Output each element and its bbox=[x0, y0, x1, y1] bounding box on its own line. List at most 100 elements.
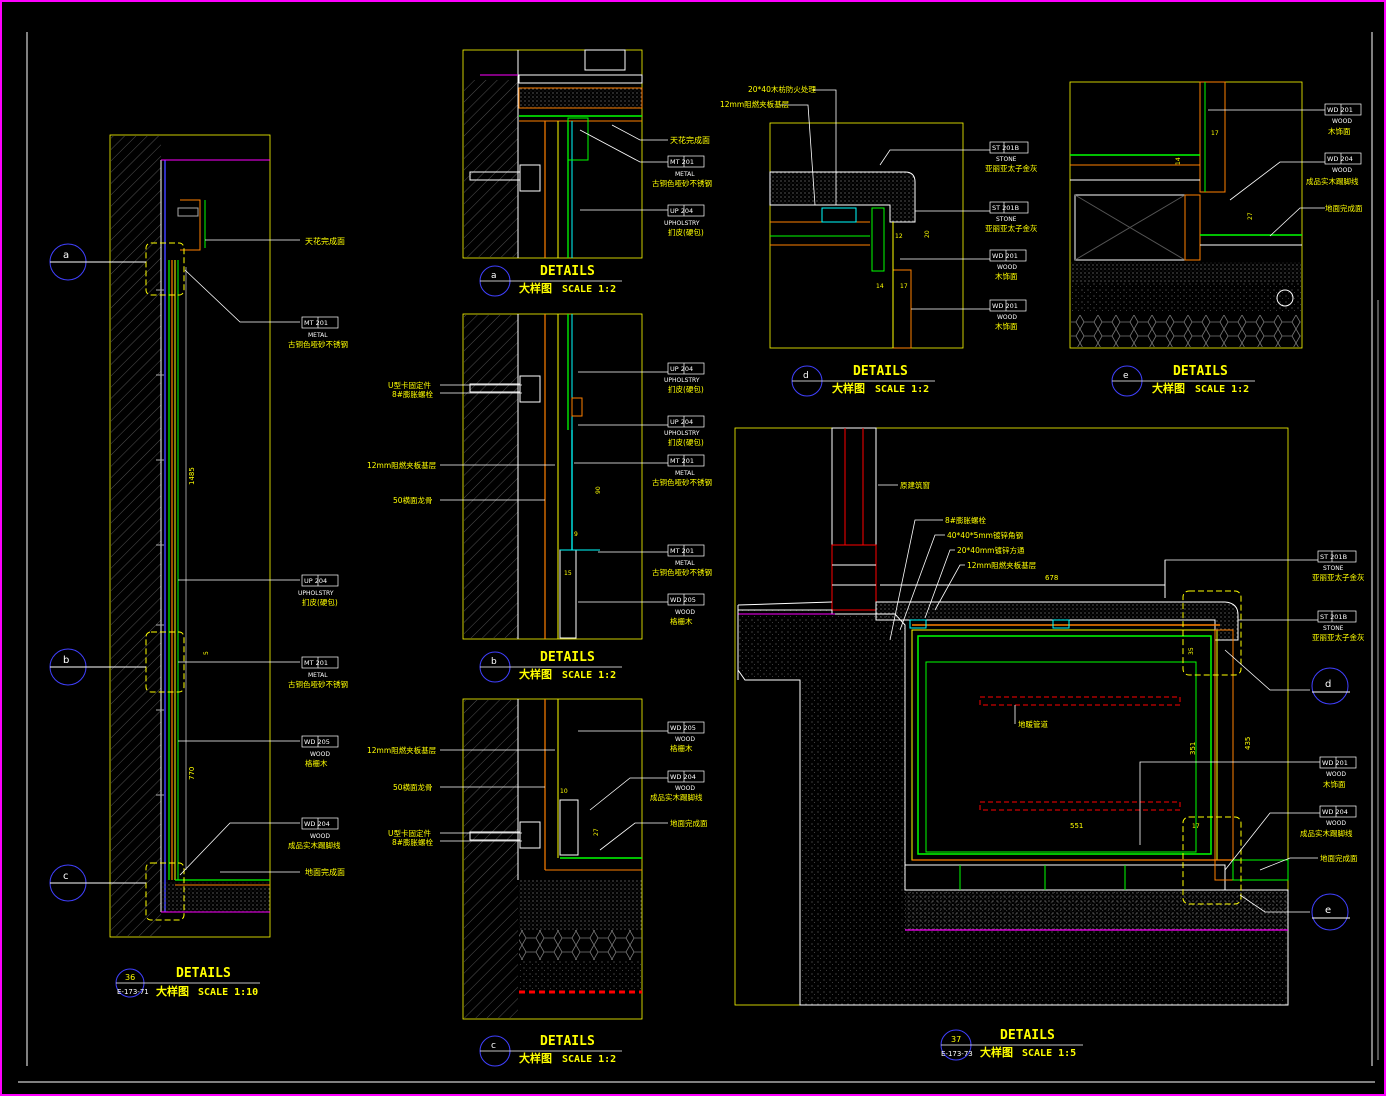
svg-text:UP 204: UP 204 bbox=[670, 365, 693, 373]
tag-wd201-e: WD 201 bbox=[1324, 103, 1362, 116]
svg-text:36: 36 bbox=[125, 973, 135, 982]
dim-435: 435 bbox=[1244, 737, 1252, 750]
note-angle40: 40*40*5mm镀锌角钢 bbox=[947, 530, 1023, 540]
svg-text:SCALE 1:2: SCALE 1:2 bbox=[562, 284, 616, 295]
svg-text:WD 201: WD 201 bbox=[992, 302, 1018, 310]
svg-text:UP 204: UP 204 bbox=[670, 207, 693, 215]
callout-c-label: c bbox=[63, 871, 69, 882]
title-block-b: b DETAILS 大样图 SCALE 1:2 bbox=[479, 650, 622, 683]
detail-a-leaders bbox=[579, 124, 668, 211]
svg-text:SCALE 1:2: SCALE 1:2 bbox=[562, 1054, 616, 1065]
callout-d-label: d bbox=[1325, 679, 1331, 690]
svg-text:MT 201: MT 201 bbox=[670, 547, 694, 555]
dim-9: 9 bbox=[574, 531, 578, 538]
note-floor-37: 地面完成面 bbox=[1320, 853, 1358, 863]
mat-metal-36a: METAL bbox=[308, 332, 328, 339]
callout-b-left bbox=[49, 648, 146, 686]
dim-5-36: 5 bbox=[203, 651, 210, 655]
detail-37-drawing bbox=[734, 427, 1289, 1006]
svg-text:ST 201B: ST 201B bbox=[1320, 613, 1347, 621]
mat-wd205-name-c: 格栅木 bbox=[670, 743, 693, 753]
callout-e-label: e bbox=[1325, 905, 1331, 916]
mat-wood-d1: WOOD bbox=[997, 264, 1017, 271]
mat-wood-c2: WOOD bbox=[675, 785, 695, 792]
svg-text:SCALE 1:10: SCALE 1:10 bbox=[198, 987, 258, 998]
mat-metal-name-a: 古铜色哑砂不锈钢 bbox=[652, 178, 712, 188]
mat-wd205-name-36: 格栅木 bbox=[305, 758, 328, 768]
tag-st201b-d2: ST 201B bbox=[989, 201, 1029, 214]
tag-up204-36: UP 204 bbox=[301, 574, 339, 587]
mat-stone-d2: STONE bbox=[996, 216, 1017, 223]
note-window: 原建筑窗 bbox=[900, 480, 930, 490]
note-ply12-b: 12mm阻燃夹板基层 bbox=[367, 460, 437, 470]
svg-text:DETAILS: DETAILS bbox=[540, 264, 595, 279]
title-block-36: 36 E-173-71 DETAILS 大样图 SCALE 1:10 bbox=[115, 966, 260, 998]
dim-551: 551 bbox=[1070, 822, 1083, 830]
mat-wood-37b: WOOD bbox=[1326, 820, 1346, 827]
detail-37-leaders bbox=[878, 484, 1320, 913]
note-wood2040b: 20*40mm镀锌方通 bbox=[957, 545, 1025, 555]
note-bolt8-b: 8#膨胀螺栓 bbox=[392, 389, 434, 399]
mat-wd201-name-d1: 木饰面 bbox=[995, 271, 1018, 281]
dim-10-c: 10 bbox=[560, 788, 568, 795]
tag-up204-b2: UP 204 bbox=[667, 415, 705, 428]
svg-text:E-173-73: E-173-73 bbox=[941, 1050, 973, 1058]
svg-text:WD 204: WD 204 bbox=[304, 820, 330, 828]
svg-text:SCALE 1:2: SCALE 1:2 bbox=[875, 384, 929, 395]
dim-678: 678 bbox=[1045, 574, 1058, 582]
mat-metal-name-b1: 古铜色哑砂不锈钢 bbox=[652, 477, 712, 487]
svg-text:MT 201: MT 201 bbox=[304, 319, 328, 327]
note-ply12-c: 12mm阻燃夹板基层 bbox=[367, 745, 437, 755]
tag-wd201-d2: WD 201 bbox=[989, 299, 1027, 312]
tag-st201b-d1: ST 201B bbox=[989, 141, 1029, 154]
tag-wd201-d1: WD 201 bbox=[989, 249, 1027, 262]
mat-wood-d2: WOOD bbox=[997, 314, 1017, 321]
title-block-37: 37 E-173-73 DETAILS 大样图 SCALE 1:5 bbox=[940, 1028, 1083, 1061]
mat-metal-36b: METAL bbox=[308, 672, 328, 679]
mat-wood-37a: WOOD bbox=[1326, 771, 1346, 778]
note-ply12-d: 12mm阻燃夹板基层 bbox=[720, 99, 790, 109]
dim-20-d: 20 bbox=[924, 230, 931, 238]
mat-up-name-a: 扪皮(硬包) bbox=[668, 227, 704, 237]
svg-text:大样图: 大样图 bbox=[519, 667, 552, 681]
detail-c-drawing bbox=[462, 698, 643, 1020]
note-ply12b: 12mm阻燃夹板基层 bbox=[967, 560, 1037, 570]
mat-up-name-b1: 扪皮(硬包) bbox=[668, 384, 704, 394]
mat-wd201-name-d2: 木饰面 bbox=[995, 321, 1018, 331]
mat-wd204-name-37: 成品实木踢脚线 bbox=[1300, 828, 1353, 838]
callout-a-left bbox=[49, 243, 146, 281]
note-pipe: 地暖管道 bbox=[1018, 719, 1048, 729]
svg-text:大样图: 大样图 bbox=[832, 381, 865, 395]
svg-text:DETAILS: DETAILS bbox=[540, 1034, 595, 1049]
dim-17-e: 17 bbox=[1211, 130, 1219, 137]
svg-text:MT 201: MT 201 bbox=[670, 158, 694, 166]
mat-wood-36a: WOOD bbox=[310, 751, 330, 758]
note-wood2040-d: 20*40木枋防火处理 bbox=[748, 84, 816, 94]
tag-up204-a: UP 204 bbox=[667, 204, 705, 217]
svg-text:ST 201B: ST 201B bbox=[992, 204, 1019, 212]
mat-metal-name-36b: 古铜色哑砂不锈钢 bbox=[288, 679, 348, 689]
tag-wd201-37: WD 201 bbox=[1319, 756, 1357, 769]
note-keel50-c: 50横面龙骨 bbox=[393, 782, 433, 792]
mat-stone-37a: STONE bbox=[1323, 565, 1344, 572]
svg-text:a: a bbox=[491, 271, 497, 281]
svg-text:MT 201: MT 201 bbox=[304, 659, 328, 667]
detail-36-drawing bbox=[109, 134, 271, 938]
mat-up-name-36: 扪皮(硬包) bbox=[302, 597, 338, 607]
svg-text:WD 205: WD 205 bbox=[304, 738, 330, 746]
dim-90: 90 bbox=[595, 486, 602, 494]
tag-mt201-b2: MT 201 bbox=[667, 544, 705, 557]
svg-text:WD 201: WD 201 bbox=[1322, 759, 1348, 767]
mat-up-b1: UPHOLSTRY bbox=[664, 377, 700, 384]
dim-351: 351 bbox=[1189, 742, 1197, 755]
svg-text:e: e bbox=[1123, 371, 1129, 381]
svg-text:DETAILS: DETAILS bbox=[853, 364, 908, 379]
detail-d-leaders bbox=[780, 89, 990, 310]
svg-text:UP 204: UP 204 bbox=[670, 418, 693, 426]
note-bolt8-c: 8#膨胀螺栓 bbox=[392, 837, 434, 847]
svg-text:大样图: 大样图 bbox=[156, 984, 189, 998]
svg-text:大样图: 大样图 bbox=[519, 281, 552, 295]
svg-text:WD 205: WD 205 bbox=[670, 596, 696, 604]
svg-text:WD 204: WD 204 bbox=[1322, 808, 1348, 816]
svg-text:37: 37 bbox=[951, 1035, 961, 1044]
